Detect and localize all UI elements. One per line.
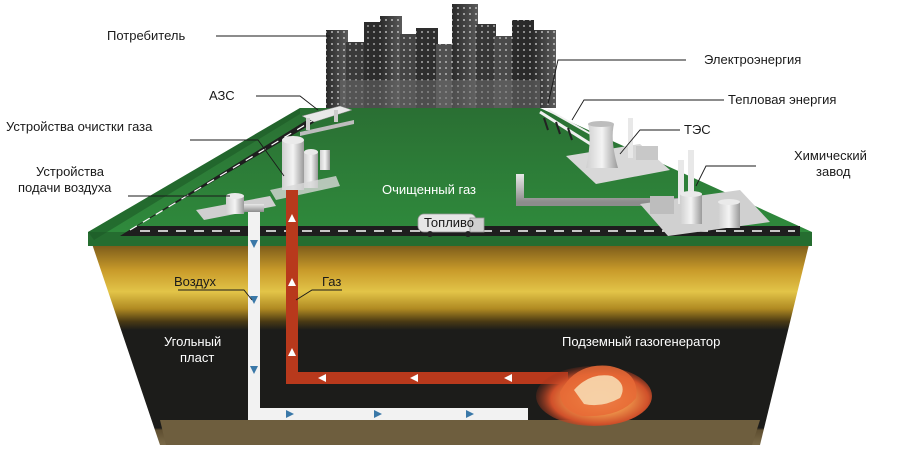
label-gas-station: АЗС [209, 88, 235, 103]
label-gas: Газ [322, 274, 341, 289]
label-coal-seam-line1: Угольный [164, 334, 221, 349]
air-pipe [248, 212, 528, 420]
cooling-tower [586, 124, 618, 168]
gas-pipe [286, 190, 568, 384]
label-fuel: Топливо [424, 215, 474, 230]
air-flow-arrows [250, 240, 474, 418]
grass-edge-left [88, 108, 300, 240]
bedrock-layer [160, 420, 760, 445]
air-supply-facility [196, 193, 276, 220]
road-left [120, 112, 332, 236]
label-gas-cleaning: Устройства очистки газа [6, 119, 153, 134]
gas-station [300, 105, 354, 136]
label-chemical-plant-line2: завод [816, 164, 851, 179]
label-air: Воздух [174, 274, 217, 289]
chemical-plant [640, 150, 770, 236]
label-gas-generator: Подземный газогенератор [562, 334, 720, 349]
leader-lines [128, 35, 756, 301]
label-heat-energy: Тепловая энергия [728, 92, 836, 107]
thermal-power-plant [566, 118, 670, 184]
label-electricity: Электроэнергия [704, 52, 801, 67]
gas-generator-fire [536, 365, 652, 426]
label-power-plant: ТЭС [684, 122, 711, 137]
label-consumer: Потребитель [107, 28, 185, 43]
label-air-supply-line2: подачи воздуха [18, 180, 112, 195]
gas-flow-arrows [288, 214, 512, 382]
road-left-marking [129, 112, 326, 231]
fuel-truck [417, 213, 485, 237]
label-air-supply-line1: Устройства [36, 164, 105, 179]
city-skyline [326, 4, 556, 108]
label-coal-seam-line2: пласт [180, 350, 214, 365]
label-chemical-plant-line1: Химический [794, 148, 867, 163]
label-cleaned-gas: Очищенный газ [382, 182, 476, 197]
